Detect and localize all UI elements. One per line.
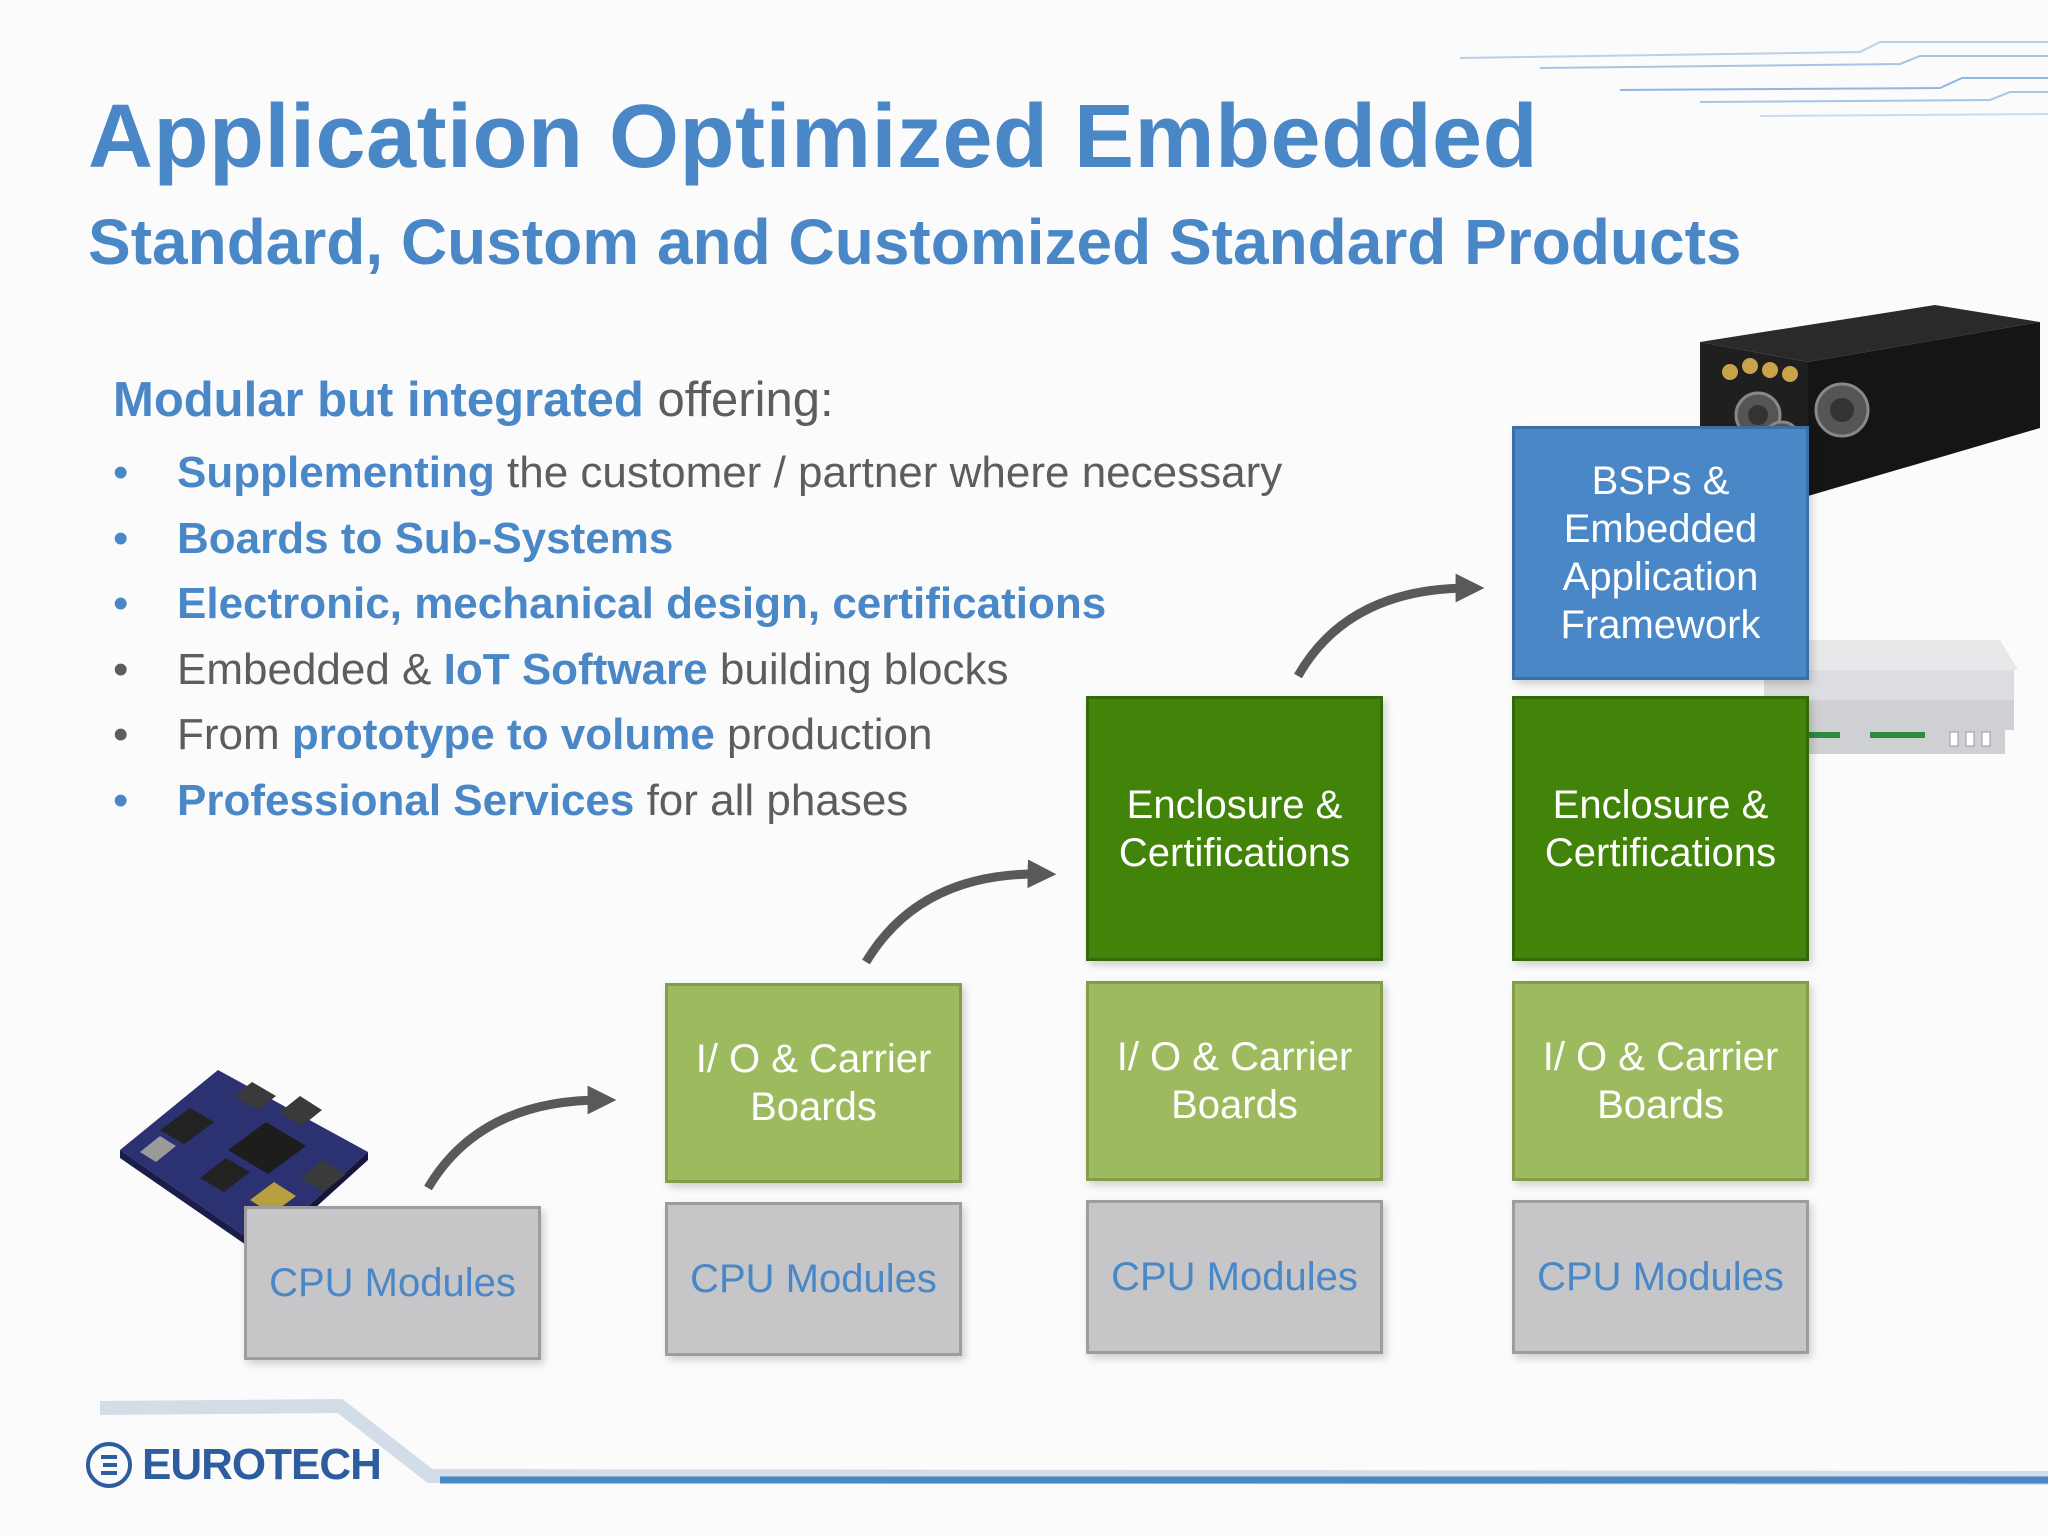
bsps-framework-box: BSPs & Embedded Application Framework — [1512, 426, 1809, 680]
bullet-strong: Professional Services — [177, 775, 635, 825]
cpu-modules-box: CPU Modules — [1512, 1200, 1809, 1354]
bullet-item: • Supplementing the customer / partner wh… — [113, 446, 1282, 512]
cpu-modules-box: CPU Modules — [244, 1206, 541, 1360]
bullet-strong: IoT Software — [443, 644, 708, 694]
arrow-3 — [1294, 573, 1485, 679]
bullet-item: • From prototype to volume production — [113, 708, 1282, 774]
bullet-dot: • — [113, 644, 129, 694]
bullet-strong: Boards to Sub-Systems — [177, 513, 674, 563]
bullet-strong: prototype to volume — [291, 710, 715, 760]
io-carrier-boards-box: I/ O & Carrier Boards — [1086, 981, 1383, 1181]
logo-text: EUROTECH — [142, 1440, 382, 1489]
bullet-text: the customer / partner where necessary — [494, 448, 1283, 497]
cpu-modules-box: CPU Modules — [1086, 1200, 1383, 1354]
bullet-dot: • — [113, 513, 129, 563]
io-carrier-boards-box: I/ O & Carrier Boards — [665, 983, 962, 1183]
bullet-dot: • — [113, 710, 129, 760]
bullet-text: for all phases — [634, 775, 909, 825]
bullet-text: production — [714, 710, 933, 760]
bullet-strong: Supplementing — [177, 448, 495, 497]
bullet-list: • Supplementing the customer / partner wh… — [113, 446, 1282, 840]
bullet-item: • Boards to Sub-Systems — [113, 512, 1282, 578]
intro-line: Modular but integrated offering: — [113, 372, 834, 428]
bullet-dot: • — [113, 579, 129, 629]
arrow-2 — [862, 859, 1057, 965]
bullet-strong: Electronic, mechanical design, certifica… — [177, 579, 1107, 629]
enclosure-certifications-box: Enclosure & Certifications — [1512, 696, 1809, 961]
intro-highlight: Modular but integrated — [113, 373, 644, 427]
cpu-modules-box: CPU Modules — [665, 1202, 962, 1356]
bullet-text: Embedded & — [177, 644, 444, 694]
bullet-dot: • — [113, 775, 129, 825]
bullet-dot: • — [113, 448, 129, 497]
io-carrier-boards-box: I/ O & Carrier Boards — [1512, 981, 1809, 1181]
bullet-item: • Embedded & IoT Software building blocks — [113, 643, 1282, 709]
bullet-text: building blocks — [707, 644, 1009, 694]
bullet-item: • Professional Services for all phases — [113, 774, 1282, 840]
enclosure-certifications-box: Enclosure & Certifications — [1086, 696, 1383, 961]
bullet-item: • Electronic, mechanical design, certific… — [113, 577, 1282, 643]
company-logo: EUROTECH — [84, 1440, 382, 1490]
eurotech-logo-icon — [86, 1442, 132, 1488]
slide-subtitle: Standard, Custom and Customized Standard… — [88, 206, 1742, 278]
slide-title: Application Optimized Embedded — [88, 87, 1539, 187]
intro-rest: offering: — [643, 373, 834, 427]
bullet-text: From — [177, 710, 292, 760]
arrow-1 — [424, 1085, 617, 1191]
